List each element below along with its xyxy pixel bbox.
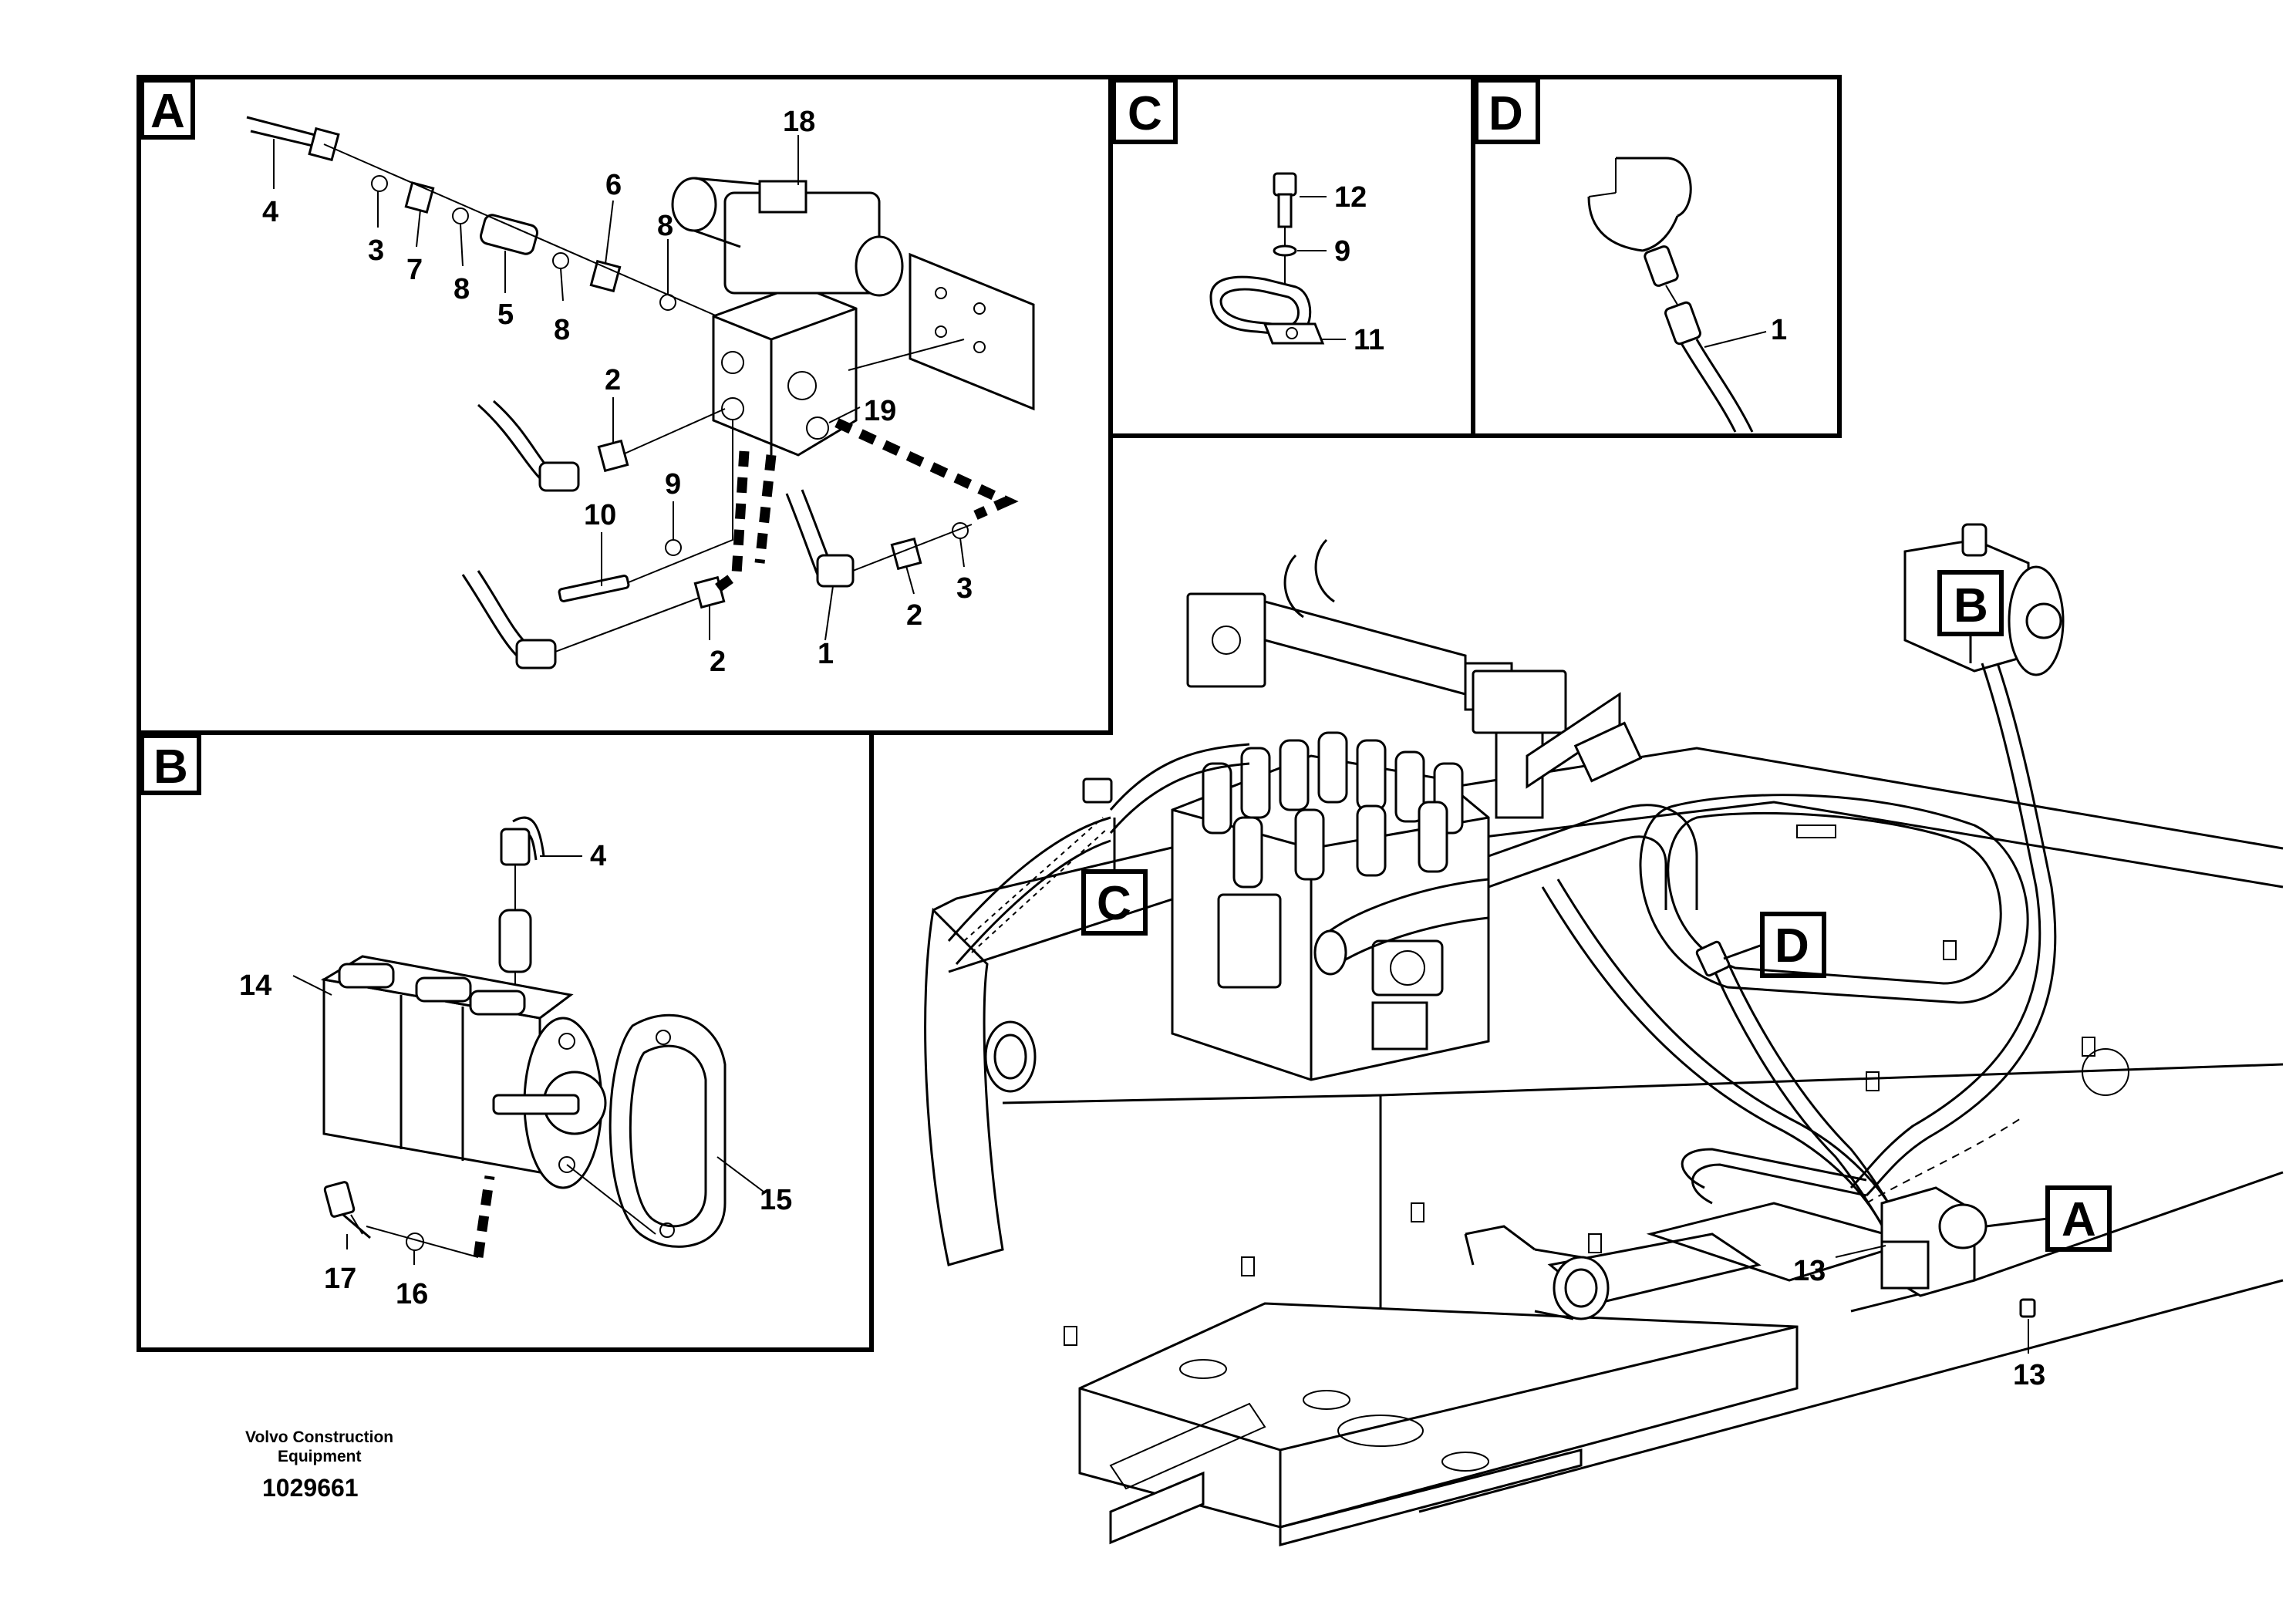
main-label-d: D: [1723, 912, 1826, 978]
callout-c-11: 11: [1354, 324, 1384, 356]
callout-a-7: 7: [406, 254, 423, 286]
detail-panel-d: D 1: [1471, 75, 1842, 438]
callout-d-1: 1: [1771, 314, 1787, 346]
callout-a-4: 4: [262, 196, 278, 228]
panel-a-letter: A: [150, 85, 185, 138]
callout-b-17: 17: [324, 1263, 356, 1295]
main-label-a: A: [1985, 1185, 2112, 1252]
footer: Volvo Construction Equipment 1029661: [245, 1428, 393, 1502]
callout-main-13: 13: [1793, 1255, 1826, 1287]
callout-a-18: 18: [783, 106, 815, 138]
main-label-c-letter: C: [1097, 877, 1131, 930]
main-label-a-letter: A: [2062, 1193, 2096, 1246]
callout-c-9: 9: [1334, 235, 1350, 268]
main-label-d-letter: D: [1775, 919, 1809, 973]
main-label-b: B: [1937, 570, 2004, 663]
callout-a-2: 2: [605, 364, 621, 396]
callout-a-3b: 3: [956, 572, 973, 605]
detail-panel-b: B 4 14 1: [137, 730, 874, 1352]
callout-a-8b: 8: [554, 314, 570, 346]
callout-a-9: 9: [665, 468, 681, 501]
callout-a-2b: 2: [710, 646, 726, 678]
callout-a-3: 3: [368, 234, 384, 267]
main-label-c: C: [1081, 818, 1148, 936]
main-label-b-letter: B: [1954, 579, 1988, 632]
callout-a-1: 1: [818, 638, 834, 670]
callout-a-5: 5: [497, 298, 514, 331]
callout-b-15: 15: [760, 1184, 792, 1216]
callout-c-12: 12: [1334, 181, 1367, 214]
callout-a-10: 10: [584, 499, 616, 531]
drawing-number: 1029661: [262, 1474, 359, 1502]
callout-b-16: 16: [396, 1278, 428, 1310]
panel-b-letter: B: [153, 740, 188, 794]
panel-c-letter: C: [1128, 87, 1162, 140]
main-assembly-view: B C D A 13 13: [924, 523, 2284, 1546]
panel-d-letter: D: [1489, 87, 1523, 140]
detail-panel-a: A: [137, 75, 1113, 735]
company-line-2: Equipment: [278, 1448, 362, 1465]
detail-panel-c: C 12 9 11: [1108, 75, 1475, 438]
callout-b-14: 14: [239, 969, 271, 1002]
callout-b-4: 4: [590, 840, 606, 872]
callout-a-6: 6: [605, 169, 622, 201]
valve-spools: [1202, 731, 1464, 889]
callout-a-8c: 8: [657, 210, 673, 242]
callout-main-13b: 13: [2013, 1359, 2045, 1391]
callout-a-19: 19: [864, 395, 896, 427]
callout-a-8: 8: [453, 273, 470, 305]
callout-a-2c: 2: [906, 599, 922, 632]
company-line-1: Volvo Construction: [245, 1428, 393, 1446]
